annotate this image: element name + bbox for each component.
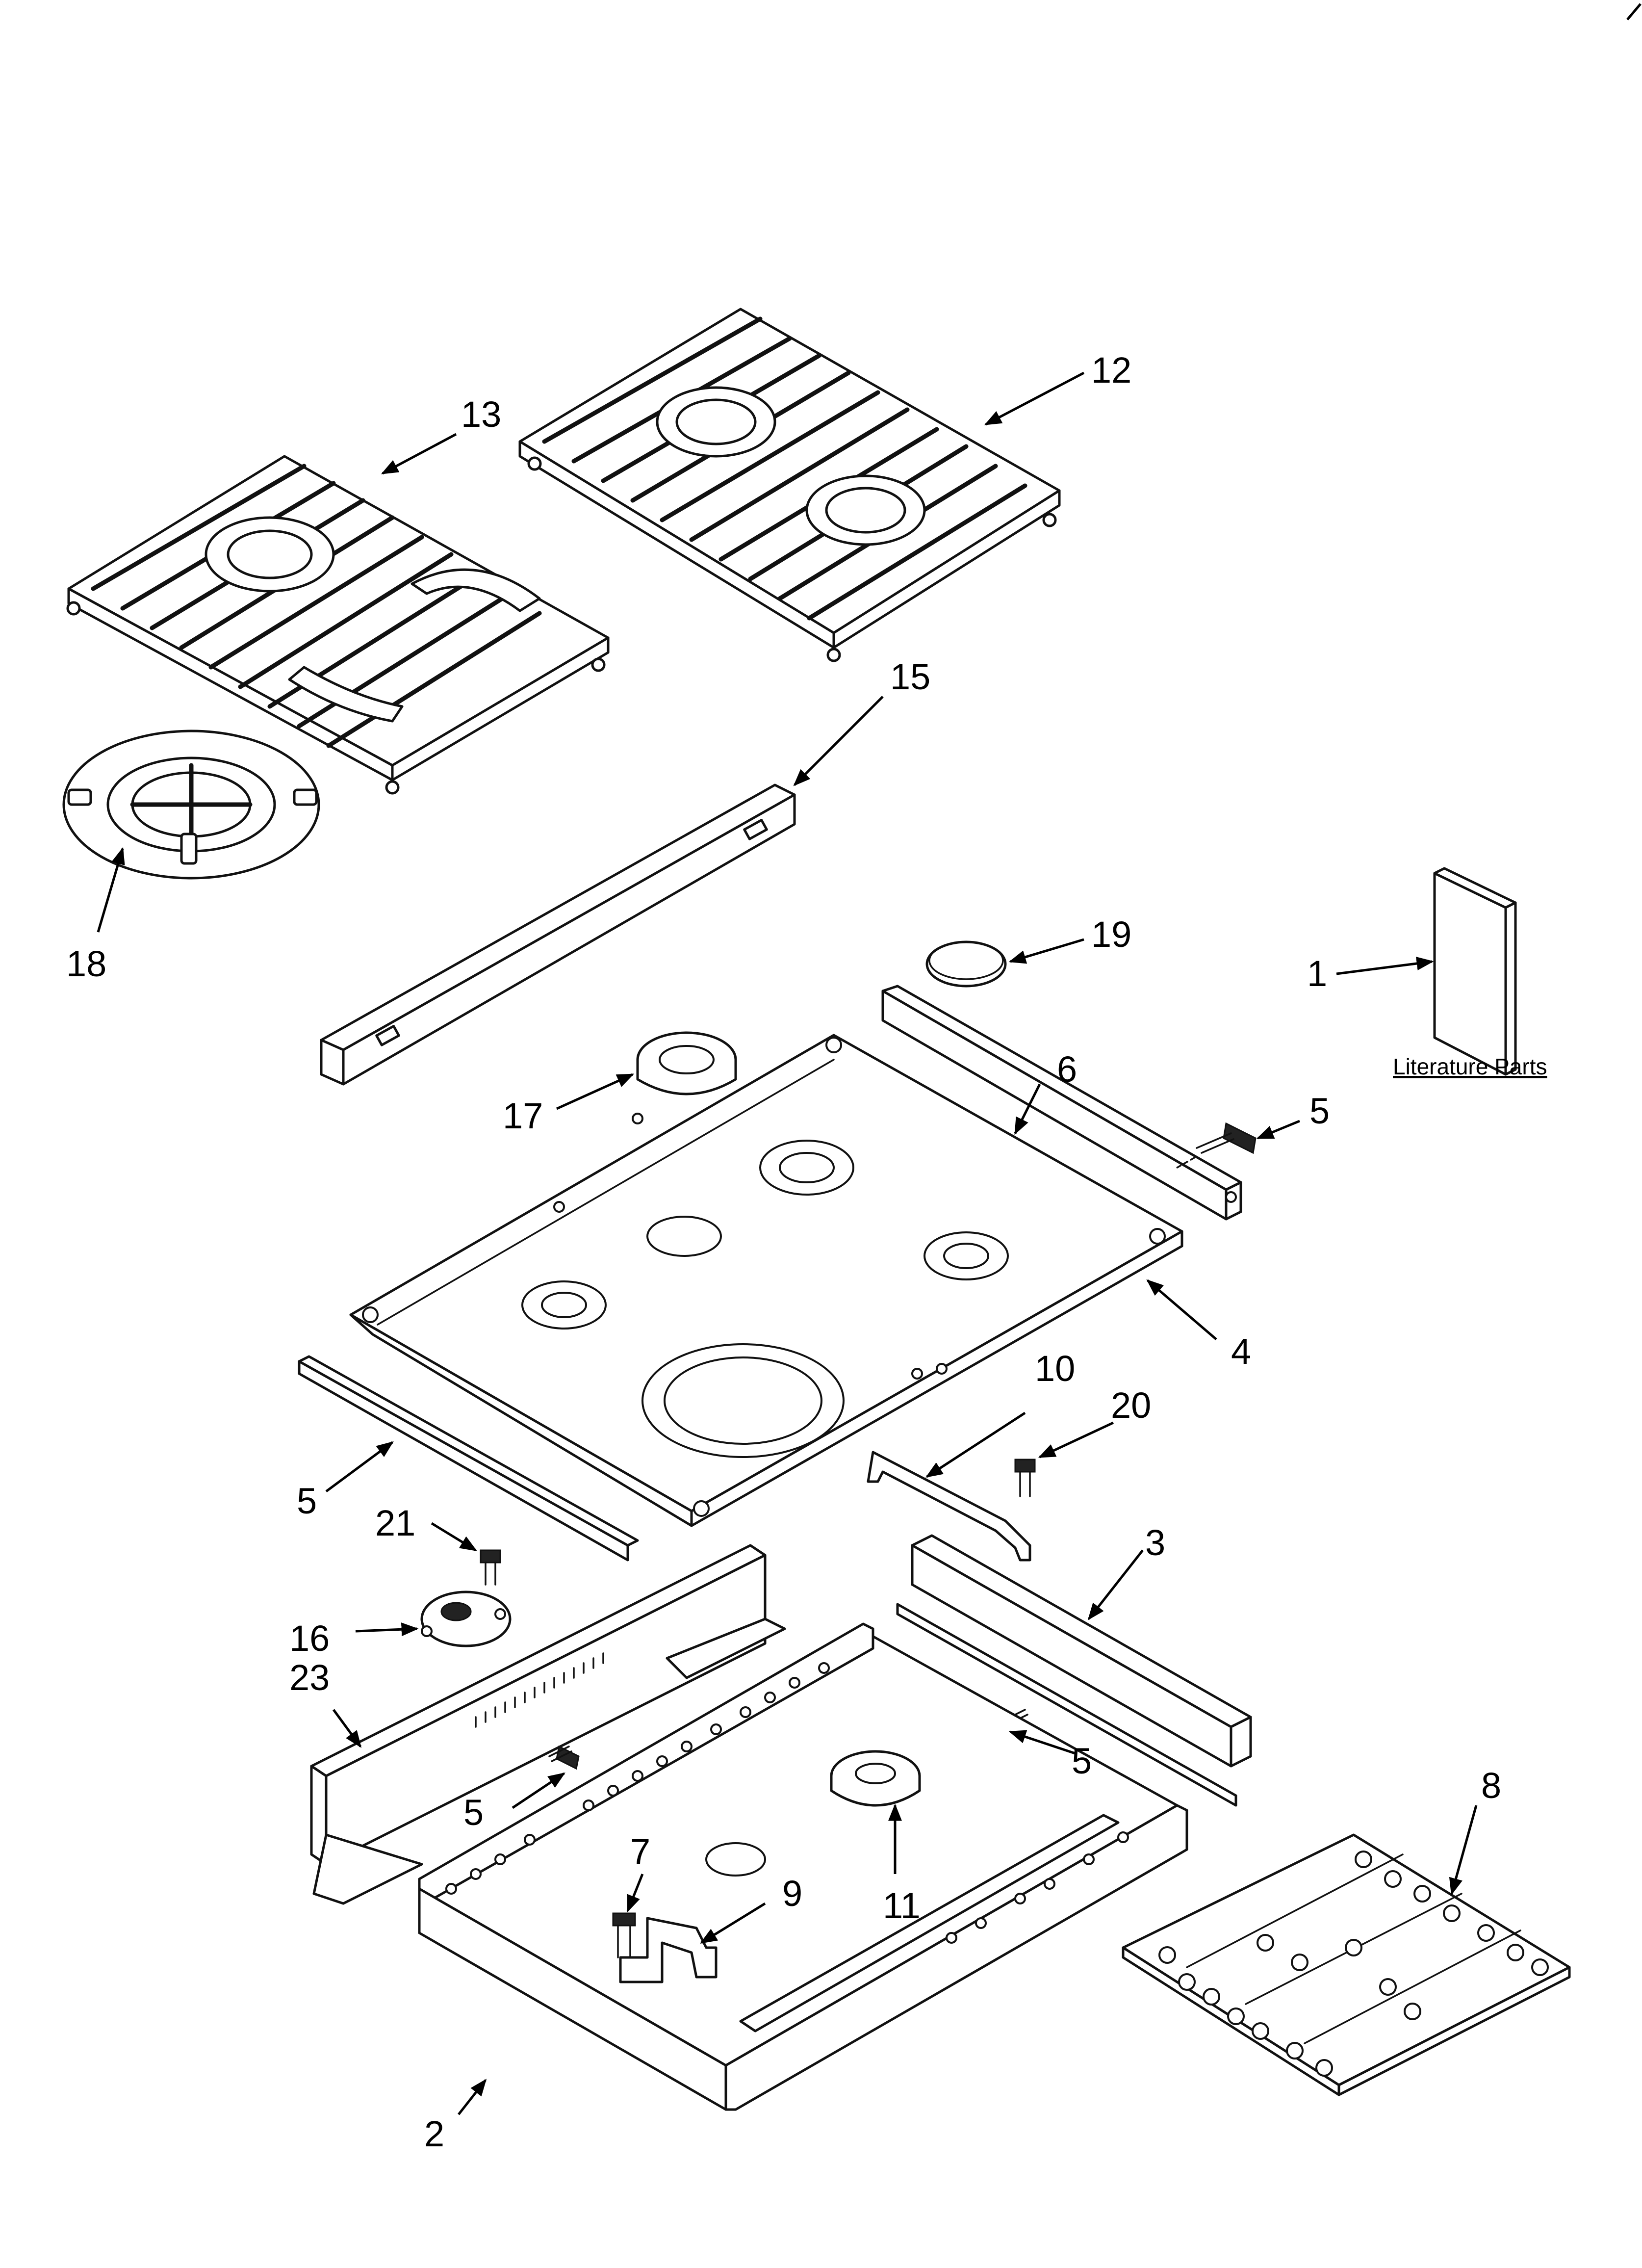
leader-20 (1038, 1421, 1114, 1459)
leader-17 (556, 1073, 635, 1110)
leader-10 (925, 1411, 1026, 1478)
leader-18 (97, 847, 125, 933)
leader-7 (626, 1874, 644, 1913)
screw-7-part[interactable] (612, 1912, 636, 1958)
callout-9: 9 (782, 1873, 802, 1914)
callout-10: 10 (1035, 1348, 1075, 1389)
callout-8: 8 (1481, 1765, 1501, 1806)
wok-ring-part[interactable] (62, 730, 320, 880)
leader-3 (1087, 1549, 1144, 1620)
callout-18: 18 (66, 943, 106, 984)
leader-5-right (1256, 1120, 1300, 1140)
screw-20-part[interactable] (1014, 1459, 1036, 1497)
mount-bracket-part[interactable] (619, 1917, 718, 1983)
grate-left-part[interactable] (66, 455, 610, 795)
callout-6: 6 (1057, 1049, 1077, 1090)
leader-19 (1008, 938, 1084, 964)
leader-2 (458, 2079, 487, 2115)
burner-cap-part[interactable] (925, 940, 1007, 988)
leader-5-left (325, 1441, 394, 1493)
callout-16: 16 (289, 1618, 330, 1659)
grate-right-part[interactable] (518, 308, 1061, 662)
callout-3: 3 (1145, 1522, 1165, 1563)
callout-5-right: 5 (1309, 1091, 1330, 1131)
callout-4: 4 (1231, 1331, 1251, 1372)
callout-7: 7 (630, 1831, 650, 1872)
leader-6 (1014, 1083, 1041, 1135)
leader-9 (700, 1902, 766, 1944)
leader-5-lower-left (512, 1772, 565, 1809)
rear-rail-part[interactable] (896, 1534, 1252, 1807)
callout-2: 2 (424, 2113, 444, 2154)
bracket-part[interactable] (867, 1451, 1031, 1562)
callout-15: 15 (890, 656, 930, 697)
valve-part[interactable] (420, 1590, 512, 1647)
screw-right-part[interactable] (1176, 1122, 1257, 1169)
callout-labels: 12 13 15 18 1 19 6 5 17 4 10 20 5 21 16 … (66, 350, 1501, 2154)
leader-21 (431, 1522, 477, 1552)
leader-15 (793, 696, 884, 786)
callout-5-lower-right: 5 (1072, 1741, 1092, 1781)
callout-11: 11 (883, 1885, 921, 1926)
front-trim-part[interactable] (320, 783, 796, 1086)
callout-1: 1 (1307, 953, 1327, 994)
leader-12 (984, 371, 1085, 426)
callout-5-lower-left: 5 (463, 1792, 484, 1833)
callout-20: 20 (1111, 1385, 1151, 1426)
leader-13 (381, 433, 457, 475)
literature-parts-label: Literature Parts (1393, 1054, 1547, 1079)
leader-4 (1146, 1279, 1217, 1340)
screw-lower-left-part[interactable] (548, 1745, 580, 1770)
screw-21-part[interactable] (480, 1549, 501, 1586)
cooktop-panel-part[interactable] (349, 1034, 1183, 1527)
callout-23: 23 (289, 1657, 330, 1698)
callout-19: 19 (1091, 914, 1131, 955)
leader-23 (332, 1709, 362, 1748)
leader-16 (355, 1622, 419, 1637)
rear-trim-part[interactable] (881, 985, 1242, 1221)
bottom-tray-part[interactable] (1122, 1833, 1571, 2096)
callout-17: 17 (503, 1095, 543, 1136)
leader-5-lower-right (1008, 1730, 1077, 1755)
base-pan-part[interactable] (418, 1622, 1188, 2111)
leader-8 (1449, 1805, 1478, 1896)
callout-21: 21 (375, 1503, 415, 1543)
front-panel-part[interactable] (310, 1544, 786, 1905)
callout-12: 12 (1091, 350, 1131, 391)
callout-13: 13 (461, 394, 501, 435)
corner-mark (1626, 3, 1642, 21)
leader-1 (1336, 957, 1434, 975)
literature-part[interactable] (1433, 867, 1517, 1076)
burner-base-part[interactable] (636, 1031, 737, 1095)
burner-part[interactable] (830, 1750, 921, 1807)
leader-arrows (97, 3, 1642, 2115)
callout-5-left: 5 (297, 1481, 317, 1521)
front-strip-part[interactable] (298, 1355, 639, 1562)
